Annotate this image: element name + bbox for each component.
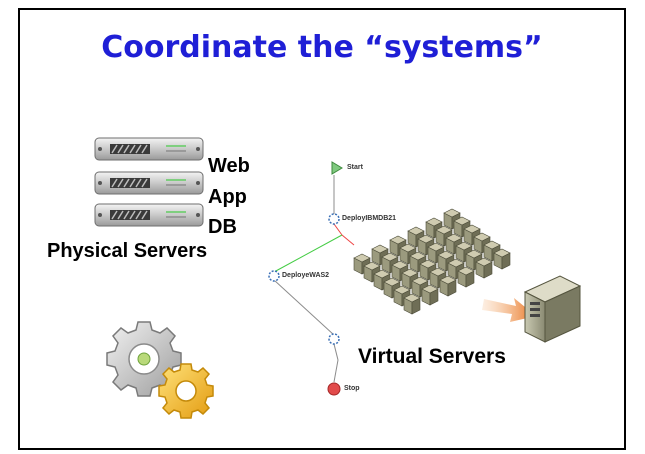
- server-rack-icon: [94, 137, 204, 227]
- stop-node-icon: [327, 382, 341, 396]
- start-node-label: Start: [347, 164, 363, 171]
- physical-servers-caption: Physical Servers: [47, 240, 208, 262]
- slide-graphics: [94, 137, 582, 419]
- virtual-machine-box: [435, 225, 453, 247]
- virtual-servers-caption: Virtual Servers: [358, 345, 506, 368]
- virtual-machine-box: [475, 257, 493, 279]
- stop-node-label: Stop: [344, 385, 360, 392]
- virtual-machine-box: [439, 275, 457, 297]
- virtual-machine-box: [407, 226, 425, 248]
- deploy-was-node-label: DeployeWAS2: [282, 272, 330, 279]
- virtual-machine-box: [457, 266, 475, 288]
- db-label: DB: [208, 216, 237, 238]
- virtual-machine-box: [421, 284, 439, 306]
- virtual-machine-box: [403, 293, 421, 315]
- web-label: Web: [208, 155, 250, 177]
- slide: Coordinate the “systems”: [18, 8, 626, 450]
- server-unit-web: [94, 137, 204, 161]
- workflow-diagram: [268, 161, 355, 396]
- gears-icon: [106, 321, 214, 419]
- slide-title: Coordinate the “systems”: [101, 30, 543, 65]
- server-unit-db: [94, 203, 204, 227]
- deploy-was-node-icon: [268, 270, 280, 282]
- virtual-machines-grid-icon: [353, 208, 511, 315]
- start-node-icon: [331, 161, 343, 175]
- unnamed-node-icon: [328, 333, 340, 345]
- app-label: App: [208, 186, 247, 208]
- deploy-db-node-label: DeployIBMDB21: [342, 215, 397, 222]
- arrow-icon: [482, 298, 536, 322]
- server-tower-icon: [523, 275, 582, 343]
- deploy-db-node-icon: [328, 213, 340, 225]
- gear-yellow-icon: [158, 363, 214, 419]
- gear-gray-icon: [106, 321, 182, 397]
- server-unit-app: [94, 171, 204, 195]
- virtual-machine-box: [493, 248, 511, 270]
